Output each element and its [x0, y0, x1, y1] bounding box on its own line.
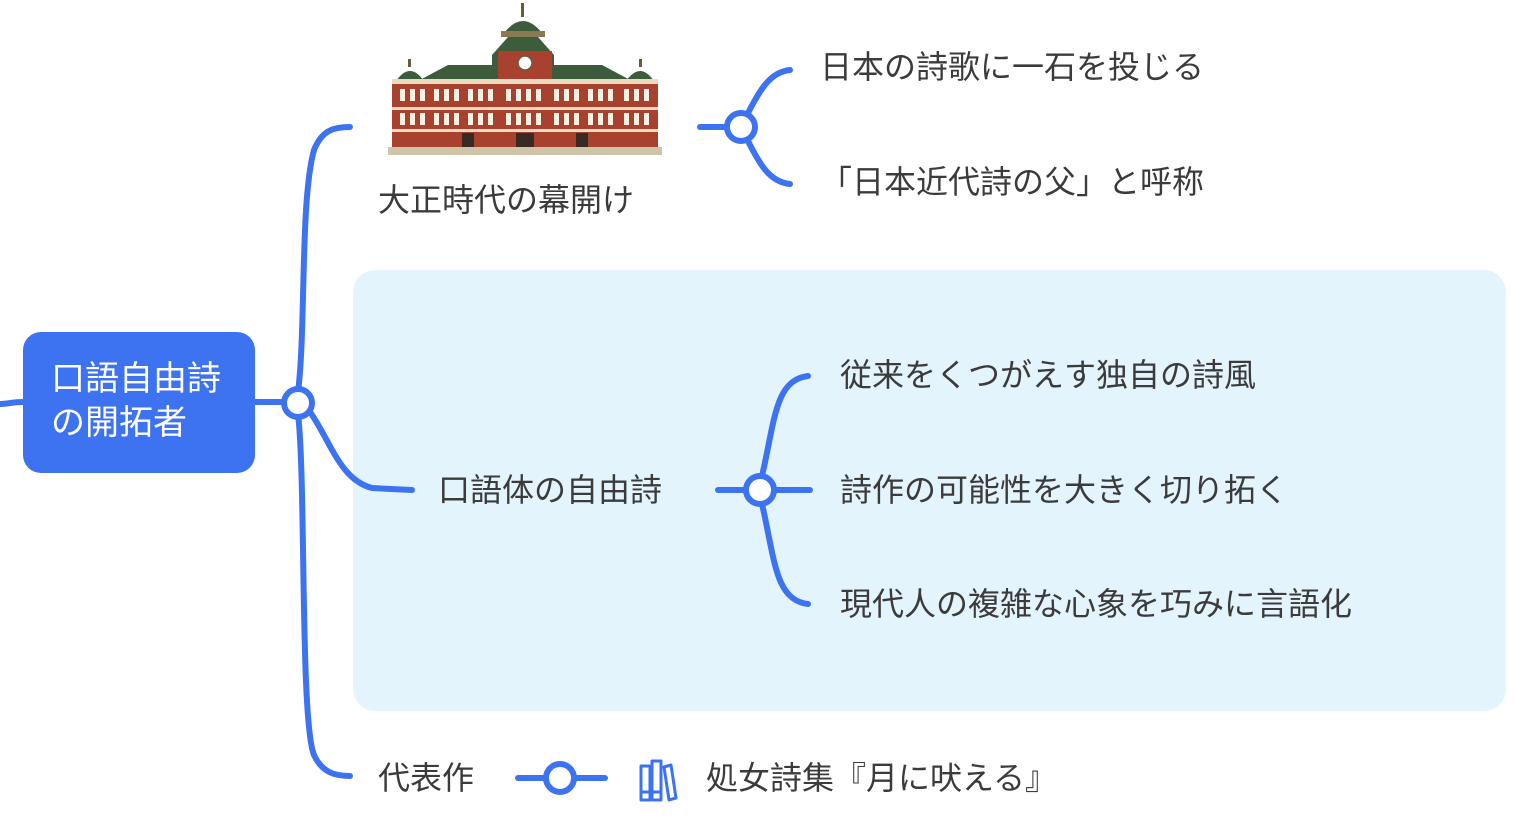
highlight-boundary [353, 270, 1506, 711]
leaf-masterpiece-1[interactable]: 処女詩集『月に吠える』 [706, 759, 1058, 797]
leaf-taisho-1[interactable]: 日本の詩歌に一石を投じる [820, 48, 1205, 86]
root-topic[interactable]: 口語自由詩 の開拓者 [23, 332, 255, 473]
branch-line-1 [295, 124, 353, 395]
leaf-free-verse-2[interactable]: 詩作の可能性を大きく切り拓く [840, 471, 1289, 509]
branch3-hub-node [543, 761, 577, 795]
branch1-child-line-1 [745, 67, 793, 116]
branch1-hub-node [724, 110, 758, 144]
root-topic-line-2: の開拓者 [51, 403, 187, 443]
branch-topic-masterpiece[interactable]: 代表作 [378, 759, 475, 797]
root-topic-line-1: 口語自由詩 [51, 359, 221, 399]
branch-topic-free-verse[interactable]: 口語体の自由詩 [438, 471, 663, 509]
tokyo-station-illustration [388, 3, 662, 155]
books-icon [639, 759, 678, 802]
branch-topic-taisho[interactable]: 大正時代の幕開け [378, 181, 635, 219]
leaf-free-verse-1[interactable]: 従来をくつがえす独自の詩風 [840, 356, 1257, 394]
branch1-child-line-2 [745, 138, 793, 187]
leaf-taisho-2[interactable]: 「日本近代詩の父」と呼称 [820, 163, 1205, 201]
root-hub-node [281, 386, 315, 420]
leaf-free-verse-3[interactable]: 現代人の複雑な心象を巧みに言語化 [840, 585, 1353, 623]
branch-line-3 [295, 411, 353, 779]
root-incoming-line [0, 399, 26, 407]
